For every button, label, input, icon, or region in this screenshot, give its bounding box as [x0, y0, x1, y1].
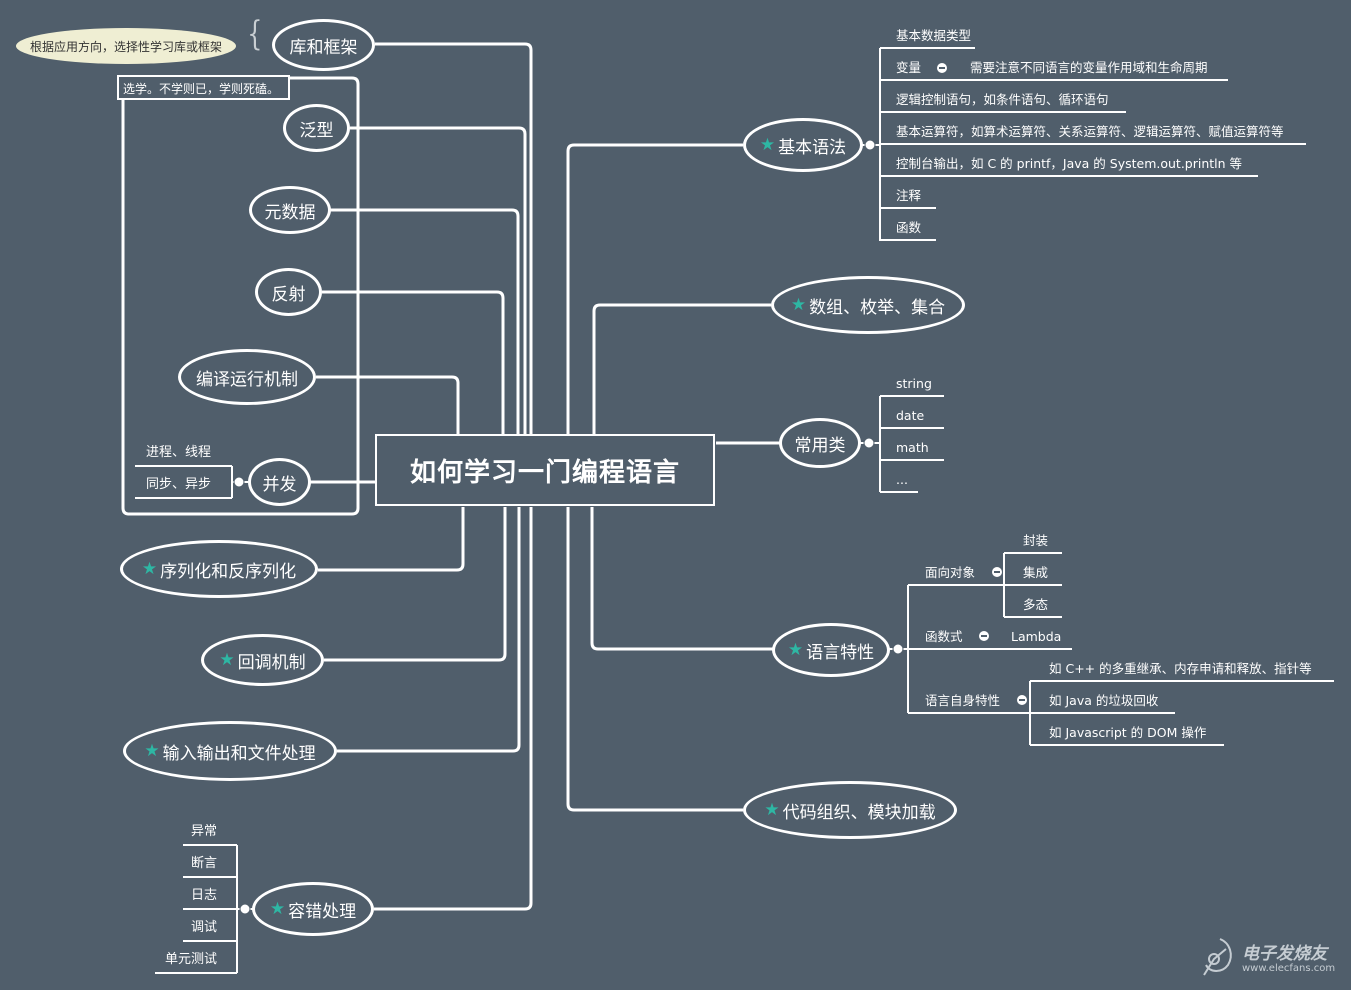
syntax-item: 函数 — [896, 220, 922, 235]
node-metadata-label: 元数据 — [264, 202, 316, 223]
star-icon: ★ — [790, 295, 807, 315]
syntax-item: 基本数据类型 — [896, 28, 972, 43]
node-io[interactable]: ★输入输出和文件处理 — [123, 721, 337, 781]
common-item: string — [896, 376, 932, 391]
concurrency-item: 进程、线程 — [146, 445, 212, 460]
common-item: math — [896, 440, 929, 455]
node-basic-syntax-label: 基本语法 — [778, 137, 847, 158]
node-metadata[interactable]: 元数据 — [249, 186, 331, 234]
node-generics-label: 泛型 — [299, 120, 334, 141]
node-error-handling[interactable]: ★容错处理 — [252, 882, 374, 936]
node-language-features-label: 语言特性 — [806, 642, 875, 663]
common-item: date — [896, 408, 925, 423]
self-features-label: 语言自身特性 — [925, 693, 1001, 708]
syntax-item: 逻辑控制语句，如条件语句、循环语句 — [896, 92, 1109, 107]
lambda-item: Lambda — [1011, 629, 1062, 644]
node-error-handling-label: 容错处理 — [288, 901, 357, 922]
syntax-item: 基本运算符，如算术运算符、关系运算符、逻辑运算符、赋值运算符等 — [896, 124, 1284, 139]
concurrency-item: 同步、异步 — [146, 477, 212, 492]
oop-label: 面向对象 — [925, 565, 976, 580]
error-item: 异常 — [191, 824, 218, 839]
node-modules-label: 代码组织、模块加载 — [782, 802, 936, 823]
oop-item: 集成 — [1023, 565, 1049, 580]
error-item: 断言 — [191, 856, 218, 871]
error-item: 单元测试 — [165, 952, 218, 967]
node-callback-label: 回调机制 — [237, 652, 306, 673]
syntax-item: 注释 — [896, 188, 922, 203]
node-libraries[interactable]: 库和框架 — [272, 19, 375, 71]
node-concurrency-label: 并发 — [262, 474, 297, 495]
node-reflection[interactable]: 反射 — [255, 268, 322, 316]
library-note-bubble: 根据应用方向，选择性学习库或框架 — [16, 28, 236, 64]
error-item: 调试 — [191, 920, 218, 935]
node-collections-label: 数组、枚举、集合 — [809, 297, 946, 318]
syntax-item: 变量 — [896, 60, 922, 75]
node-serialization[interactable]: ★序列化和反序列化 — [120, 540, 318, 598]
node-concurrency[interactable]: 并发 — [248, 458, 311, 506]
star-icon: ★ — [787, 640, 804, 660]
star-icon: ★ — [759, 135, 776, 155]
node-io-label: 输入输出和文件处理 — [162, 743, 316, 764]
node-modules[interactable]: ★代码组织、模块加载 — [743, 781, 957, 839]
node-libraries-label: 库和框架 — [289, 37, 358, 58]
watermark-title: 电子发烧友 — [1242, 944, 1327, 964]
self-feature-item: 如 Javascript 的 DOM 操作 — [1049, 725, 1207, 740]
node-common-classes[interactable]: 常用类 — [779, 418, 861, 468]
self-feature-item: 如 C++ 的多重继承、内存申请和释放、指针等 — [1049, 661, 1312, 676]
node-reflection-label: 反射 — [271, 284, 306, 305]
oop-item: 封装 — [1023, 533, 1049, 548]
node-generics[interactable]: 泛型 — [283, 104, 350, 152]
star-icon: ★ — [144, 741, 160, 761]
watermark-logo: 电子发烧友 www.elecfans.com — [1200, 935, 1345, 979]
star-icon: ★ — [219, 650, 235, 670]
node-common-classes-label: 常用类 — [794, 435, 846, 456]
common-item: ... — [896, 472, 908, 487]
watermark-url: www.elecfans.com — [1242, 963, 1336, 974]
star-icon: ★ — [269, 899, 286, 919]
node-callback[interactable]: ★回调机制 — [201, 634, 324, 686]
star-icon: ★ — [141, 559, 158, 579]
node-language-features[interactable]: ★语言特性 — [772, 623, 890, 677]
variable-note: 需要注意不同语言的变量作用域和生命周期 — [970, 60, 1208, 75]
logo-icon — [1203, 938, 1232, 976]
node-basic-syntax[interactable]: ★基本语法 — [743, 118, 863, 172]
oop-item: 多态 — [1023, 597, 1049, 612]
error-item: 日志 — [191, 888, 218, 903]
node-serialization-label: 序列化和反序列化 — [160, 561, 297, 582]
functional-label: 函数式 — [925, 629, 963, 644]
syntax-item: 控制台输出，如 C 的 printf，Java 的 System.out.pri… — [896, 156, 1243, 171]
node-compile-label: 编译运行机制 — [196, 369, 298, 390]
optional-study-note: 选学。不学则已，学则死磕。 — [117, 75, 290, 100]
self-feature-item: 如 Java 的垃圾回收 — [1049, 693, 1159, 708]
root-topic[interactable]: 如何学习一门编程语言 — [375, 434, 715, 506]
node-collections[interactable]: ★数组、枚举、集合 — [771, 276, 965, 334]
star-icon: ★ — [764, 800, 780, 820]
brace-icon: { — [247, 14, 263, 54]
node-compile[interactable]: 编译运行机制 — [178, 349, 316, 405]
